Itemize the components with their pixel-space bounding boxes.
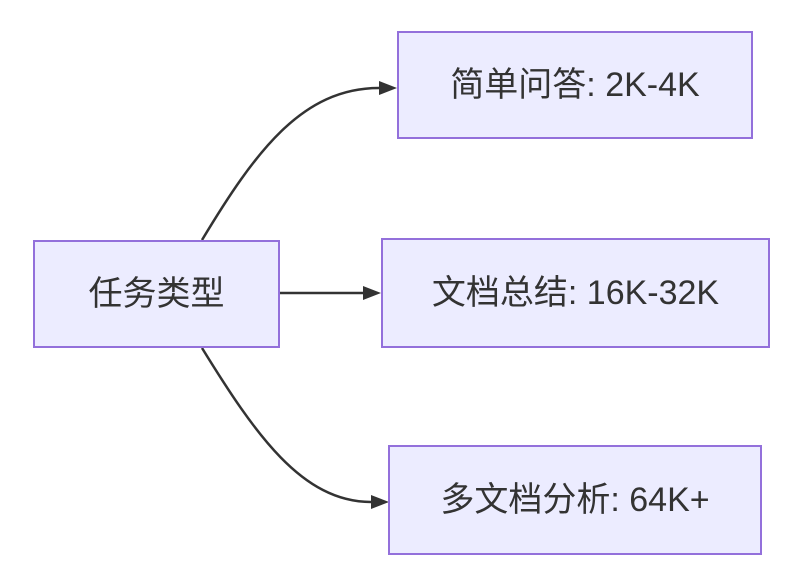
node-simple-qa-label: 简单问答: 2K-4K xyxy=(450,65,700,104)
node-task-type: 任务类型 xyxy=(33,240,280,348)
node-doc-summary-label: 文档总结: 16K-32K xyxy=(431,273,720,312)
edge-task-type-to-simple-qa xyxy=(200,81,397,241)
edge-task-type-to-multi-doc xyxy=(200,347,389,509)
node-multi-doc-label: 多文档分析: 64K+ xyxy=(440,480,710,519)
node-simple-qa: 简单问答: 2K-4K xyxy=(397,31,753,139)
node-doc-summary: 文档总结: 16K-32K xyxy=(381,238,770,348)
node-multi-doc: 多文档分析: 64K+ xyxy=(388,445,762,555)
node-task-type-label: 任务类型 xyxy=(88,274,225,313)
